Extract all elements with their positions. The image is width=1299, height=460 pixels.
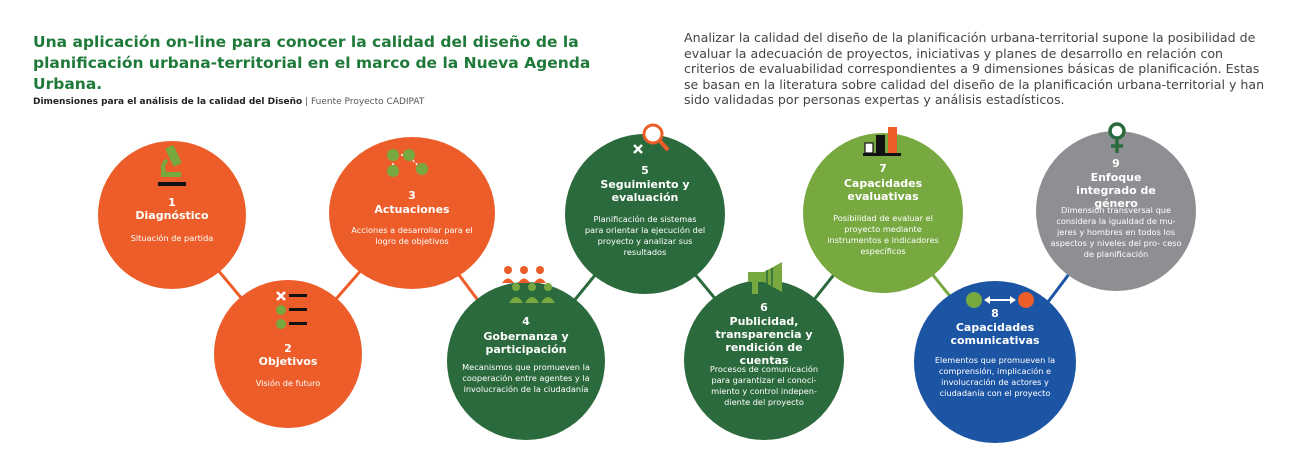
dimension-8-number: 8: [991, 307, 999, 320]
microscope-icon: [158, 145, 186, 186]
dimension-8-title: Capacidades comunicativas: [950, 321, 1040, 347]
caption-title: Dimensiones para el análisis de la calid…: [33, 97, 303, 107]
dimension-9-number: 9: [1112, 157, 1120, 170]
dimension-8-description: Elementos que promueven la comprensión, …: [934, 355, 1056, 398]
dimension-3-number: 3: [408, 189, 416, 202]
dimension-2-title: Objetivos: [258, 355, 318, 368]
dimension-5-description: Planificación de sistemas para orientar …: [584, 214, 706, 257]
magnifier-icon: [633, 123, 670, 154]
female-symbol-icon: [1108, 122, 1126, 153]
dimension-4-number: 4: [522, 315, 530, 328]
dimension-5-seguimiento: 5 Seguimiento y evaluación Planificación…: [565, 134, 725, 294]
dimension-1-description: Situación de partida: [130, 233, 214, 243]
dimension-7-capacidades-evaluativas: 7 Capacidades evaluativas Posibilidad de…: [803, 127, 963, 293]
dimension-9-enfoque-genero: 9 Enfoque integrado de género Dimensión …: [1036, 131, 1196, 291]
dimension-9-description: Dimensión transversal que considera la i…: [1050, 205, 1182, 259]
diagram-caption: Dimensiones para el análisis de la calid…: [33, 97, 424, 107]
dimension-6-description: Procesos de comunicación para garantizar…: [709, 364, 819, 407]
dimension-8-capacidades-comunicativas: 8 Capacidades comunicativas Elementos qu…: [914, 281, 1076, 443]
dimension-1-diagnostico: 1 Diagnóstico Situación de partida: [98, 141, 246, 289]
page-title: Una aplicación on-line para conocer la c…: [33, 33, 591, 93]
bar-chart-icon: [863, 127, 901, 156]
caption-source: | Fuente Proyecto CADIPAT: [302, 97, 425, 107]
dimension-2-description: Visión de futuro: [255, 378, 321, 388]
dimension-6-publicidad: 6 Publicidad, transparencia y rendición …: [684, 280, 844, 440]
dimension-3-actuaciones: 3 Actuaciones Acciones a desarrollar par…: [329, 137, 495, 289]
exchange-icon: [966, 292, 1034, 308]
dimension-2-objetivos: 2 Objetivos Visión de futuro: [214, 280, 362, 428]
dimension-7-title: Capacidades evaluativas: [843, 177, 923, 203]
people-icon: [502, 266, 555, 303]
intro-paragraph: Analizar la calidad del diseño de la pla…: [684, 30, 1265, 107]
dimension-9-title: Enfoque integrado de género: [1076, 171, 1156, 210]
dimension-4-description: Mecanismos que promueven la cooperación …: [462, 362, 590, 394]
dimension-1-number: 1: [168, 196, 176, 209]
dimension-3-description: Acciones a desarrollar para el logro de …: [351, 225, 473, 246]
dimension-6-title: Publicidad, transparencia y rendición de…: [715, 315, 813, 367]
dimension-3-title: Actuaciones: [374, 203, 450, 216]
checklist-icon: [276, 291, 307, 329]
dimension-4-gobernanza: Gobernanza y participación 4 Mecanismos …: [447, 282, 605, 440]
dimension-7-description: Posibilidad de evaluar el proyecto media…: [827, 213, 939, 256]
dimension-7-number: 7: [879, 162, 887, 175]
dimension-5-title: Seguimiento y evaluación: [600, 178, 690, 204]
dimension-2-number: 2: [284, 342, 292, 355]
dimension-5-number: 5: [641, 164, 649, 177]
network-icon: [387, 149, 428, 177]
dimension-6-number: 6: [760, 301, 768, 314]
dimension-4-title: Gobernanza y participación: [483, 330, 569, 356]
megaphone-icon: [748, 262, 782, 294]
dimension-1-title: Diagnóstico: [135, 209, 209, 222]
